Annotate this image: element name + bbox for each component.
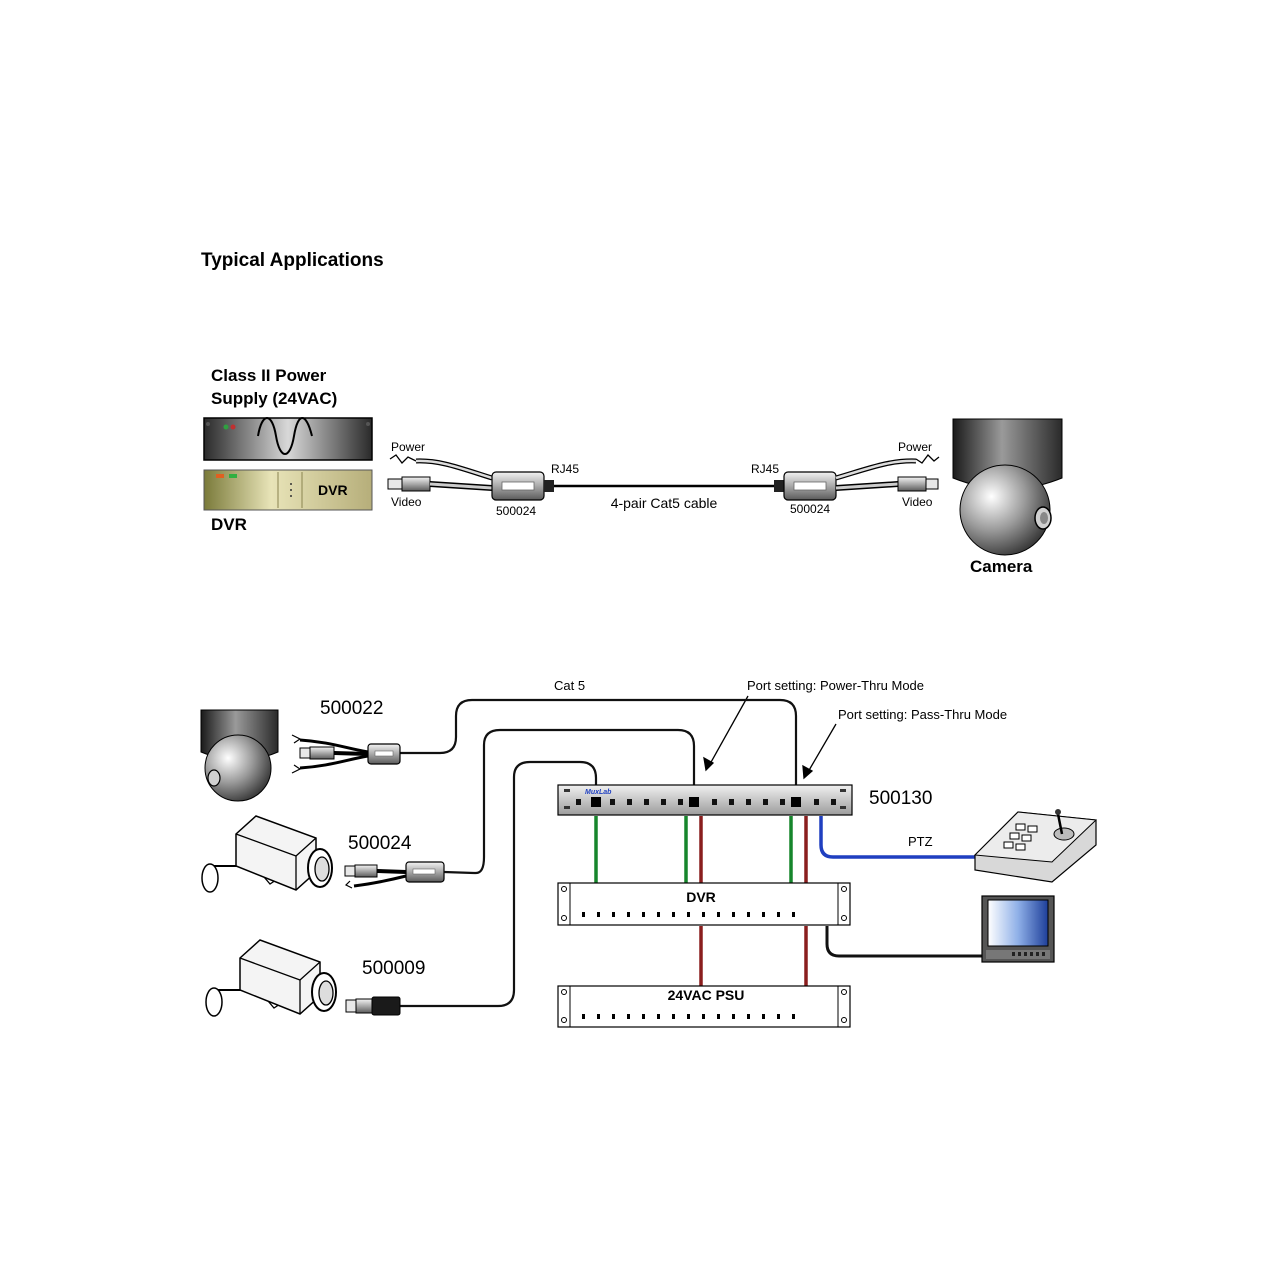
dvr-face-label: DVR [318,482,348,498]
psu-label-line2: Supply (24VAC) [211,389,337,408]
balun-500009-label: 500009 [362,958,425,979]
psu-label-line1: Class II Power [211,366,327,385]
ptz-link [819,816,976,859]
left-video-label: Video [391,495,422,509]
monitor [981,895,1055,963]
psu-rack: 24VAC PSU [557,985,851,1028]
dvr-label: DVR [211,515,247,534]
ac-wave-icon [257,417,313,455]
power-thru-label: Port setting: Power-Thru Mode [747,678,924,693]
right-balun-label: 500024 [790,502,830,516]
right-power-label: Power [898,440,932,454]
power-links [699,816,808,986]
camera-label: Camera [970,557,1033,576]
ptz-controller [973,809,1098,883]
right-rj45-label: RJ45 [751,462,779,476]
video-links [594,816,793,883]
port-setting-arrows [703,695,837,780]
diagram-point-to-point: Class II Power Supply (24VAC) DVR DVR [203,366,1063,576]
ptz-label: PTZ [908,834,933,849]
hub-model-label: 500130 [869,788,932,809]
page-heading: Typical Applications [201,250,384,271]
monitor-link [825,926,984,958]
right-video-label: Video [902,495,933,509]
box-camera-c [205,939,337,1017]
hub-500130: MuxLab [557,784,853,816]
right-balun: RJ45 500024 Power Video [751,440,940,516]
cat5-label: Cat 5 [554,678,585,693]
balun-500024 [344,861,475,889]
dome-camera-small [200,709,279,802]
left-power-label: Power [391,440,425,454]
diagram-multi-camera: Cat 5 Port setting: Power-Thru Mode Port… [200,678,1098,1028]
balun-500009 [345,996,401,1016]
left-rj45-label: RJ45 [551,462,579,476]
dvr-rack: DVR [557,882,851,926]
left-balun-label: 500024 [496,504,536,518]
psu-rack-label: 24VAC PSU [668,987,745,1003]
left-balun: Power Video 500024 RJ45 [387,440,579,518]
dvr-rack-label: DVR [686,889,716,905]
cat5-cables [400,698,798,1008]
power-supply-unit [203,417,373,461]
dvr-rack-jacks [582,912,795,917]
cable-label: 4-pair Cat5 cable [611,495,718,511]
balun-500022 [291,734,401,774]
balun-500024-label: 500024 [348,833,412,854]
dome-camera [952,418,1063,556]
balun-500022-label: 500022 [320,698,383,719]
dvr-unit: DVR [203,469,373,511]
box-camera-b [201,815,333,893]
psu-rack-jacks [582,1014,795,1019]
pass-thru-label: Port setting: Pass-Thru Mode [838,707,1007,722]
hub-brand-label: MuxLab [585,789,612,796]
